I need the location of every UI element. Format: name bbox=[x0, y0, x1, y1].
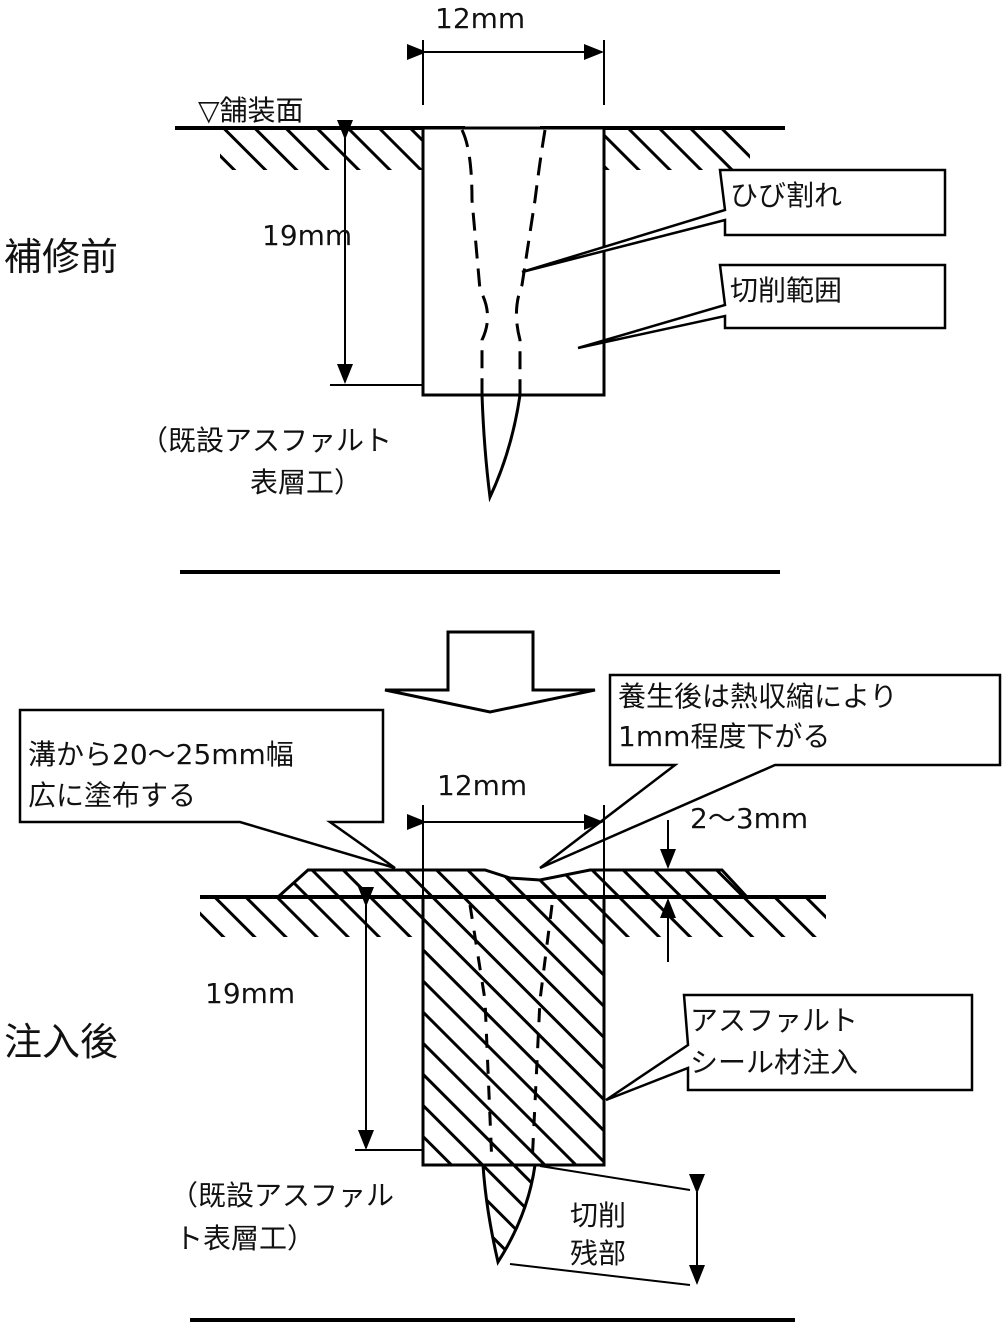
before-width-dim: 12mm bbox=[435, 2, 525, 35]
before-depth-dim: 19mm bbox=[262, 219, 352, 252]
existing-layer-line1: （既設アスファル bbox=[170, 1179, 394, 1212]
crack-dashed-left bbox=[460, 129, 489, 395]
callout-sealant-box bbox=[605, 993, 974, 1102]
callout-shrink-box bbox=[539, 673, 1002, 870]
callout-shrink-line2: 1mm程度下がる bbox=[618, 720, 830, 753]
after-section-label: 注入後 bbox=[4, 1020, 118, 1064]
callout-shrink-line1: 養生後は熱収縮により bbox=[618, 680, 897, 713]
callout-spread-line2: 広に塗布する bbox=[28, 779, 196, 812]
overlay-thickness-dim: 2～3mm bbox=[690, 802, 808, 835]
callout-spread-box bbox=[18, 708, 396, 870]
remaining-cut-line1: 切削 bbox=[570, 1199, 626, 1232]
cut-range-rect bbox=[421, 126, 606, 397]
existing-layer-line2: ト表層工） bbox=[175, 1222, 315, 1255]
crack-tip-filled bbox=[481, 1163, 537, 1266]
remaining-cut-line2: 残部 bbox=[570, 1237, 626, 1270]
callout-crack: ひび割れ bbox=[730, 179, 842, 212]
before-section-label: 補修前 bbox=[4, 235, 118, 279]
callout-cut-range: 切削範囲 bbox=[730, 274, 842, 307]
existing-layer-line2: 表層工） bbox=[250, 466, 362, 499]
sealant-overlay bbox=[274, 868, 751, 899]
pavement-hatch-right bbox=[604, 899, 826, 937]
crack-dashed-left bbox=[468, 904, 494, 1166]
pavement-hatch-left bbox=[200, 899, 423, 937]
callout-cut-range-box bbox=[577, 263, 947, 350]
sealant-filled-cut bbox=[421, 895, 606, 1167]
existing-layer-line1: （既設アスファルト bbox=[140, 424, 392, 457]
pavement-surface-label: ▽舗装面 bbox=[198, 94, 304, 127]
callout-crack-box bbox=[521, 168, 947, 274]
after-depth-dim: 19mm bbox=[205, 977, 295, 1010]
callout-sealant-line1: アスファルト bbox=[690, 1004, 858, 1037]
callout-sealant-line2: シール材注入 bbox=[690, 1046, 858, 1079]
callout-spread-line1: 溝から20～25mm幅 bbox=[28, 738, 294, 771]
crack-dashed-right bbox=[515, 129, 547, 395]
crack-dashed-right bbox=[530, 904, 554, 1166]
after-section: 溝から20～25mm幅 広に塗布する 養生後は熱収縮により 1mm程度下がる 1… bbox=[4, 673, 1002, 1286]
down-arrow-icon bbox=[384, 630, 596, 714]
crack-tip bbox=[480, 394, 522, 503]
after-width-dim: 12mm bbox=[437, 769, 527, 802]
before-section: 12mm ▽舗装面 19mm 補修前 ひび割れ 切削範囲 （既設アスファルト 表… bbox=[4, 2, 947, 503]
